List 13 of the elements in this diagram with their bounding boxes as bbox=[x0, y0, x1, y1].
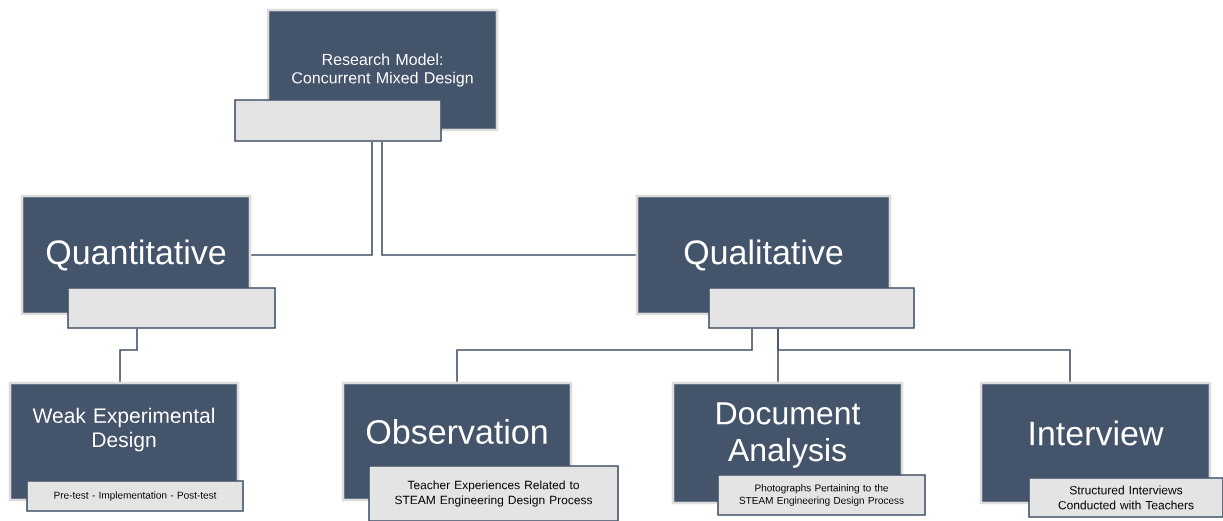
heading-text: Weak Experimental Design bbox=[32, 407, 214, 452]
connector-line bbox=[381, 141, 637, 256]
connector-line bbox=[119, 328, 138, 383]
caption-box: Structured Interviews Conducted with Teachers bbox=[1028, 477, 1223, 518]
heading-text: Interview bbox=[1030, 420, 1164, 446]
connector-line bbox=[456, 328, 753, 383]
connector-line bbox=[777, 328, 1071, 383]
heading-text: Document Analysis bbox=[717, 402, 861, 468]
connector-line bbox=[250, 141, 373, 256]
caption-box: Teacher Experiences Related to STEAM Engineering Design Process bbox=[368, 465, 619, 521]
caption-box: Photographs Pertaining to the STEAM Engineering Design Process bbox=[717, 474, 926, 516]
heading-text: Observation bbox=[366, 419, 547, 444]
caption-box: Pre-test - Implementation - Post-test bbox=[26, 480, 244, 512]
